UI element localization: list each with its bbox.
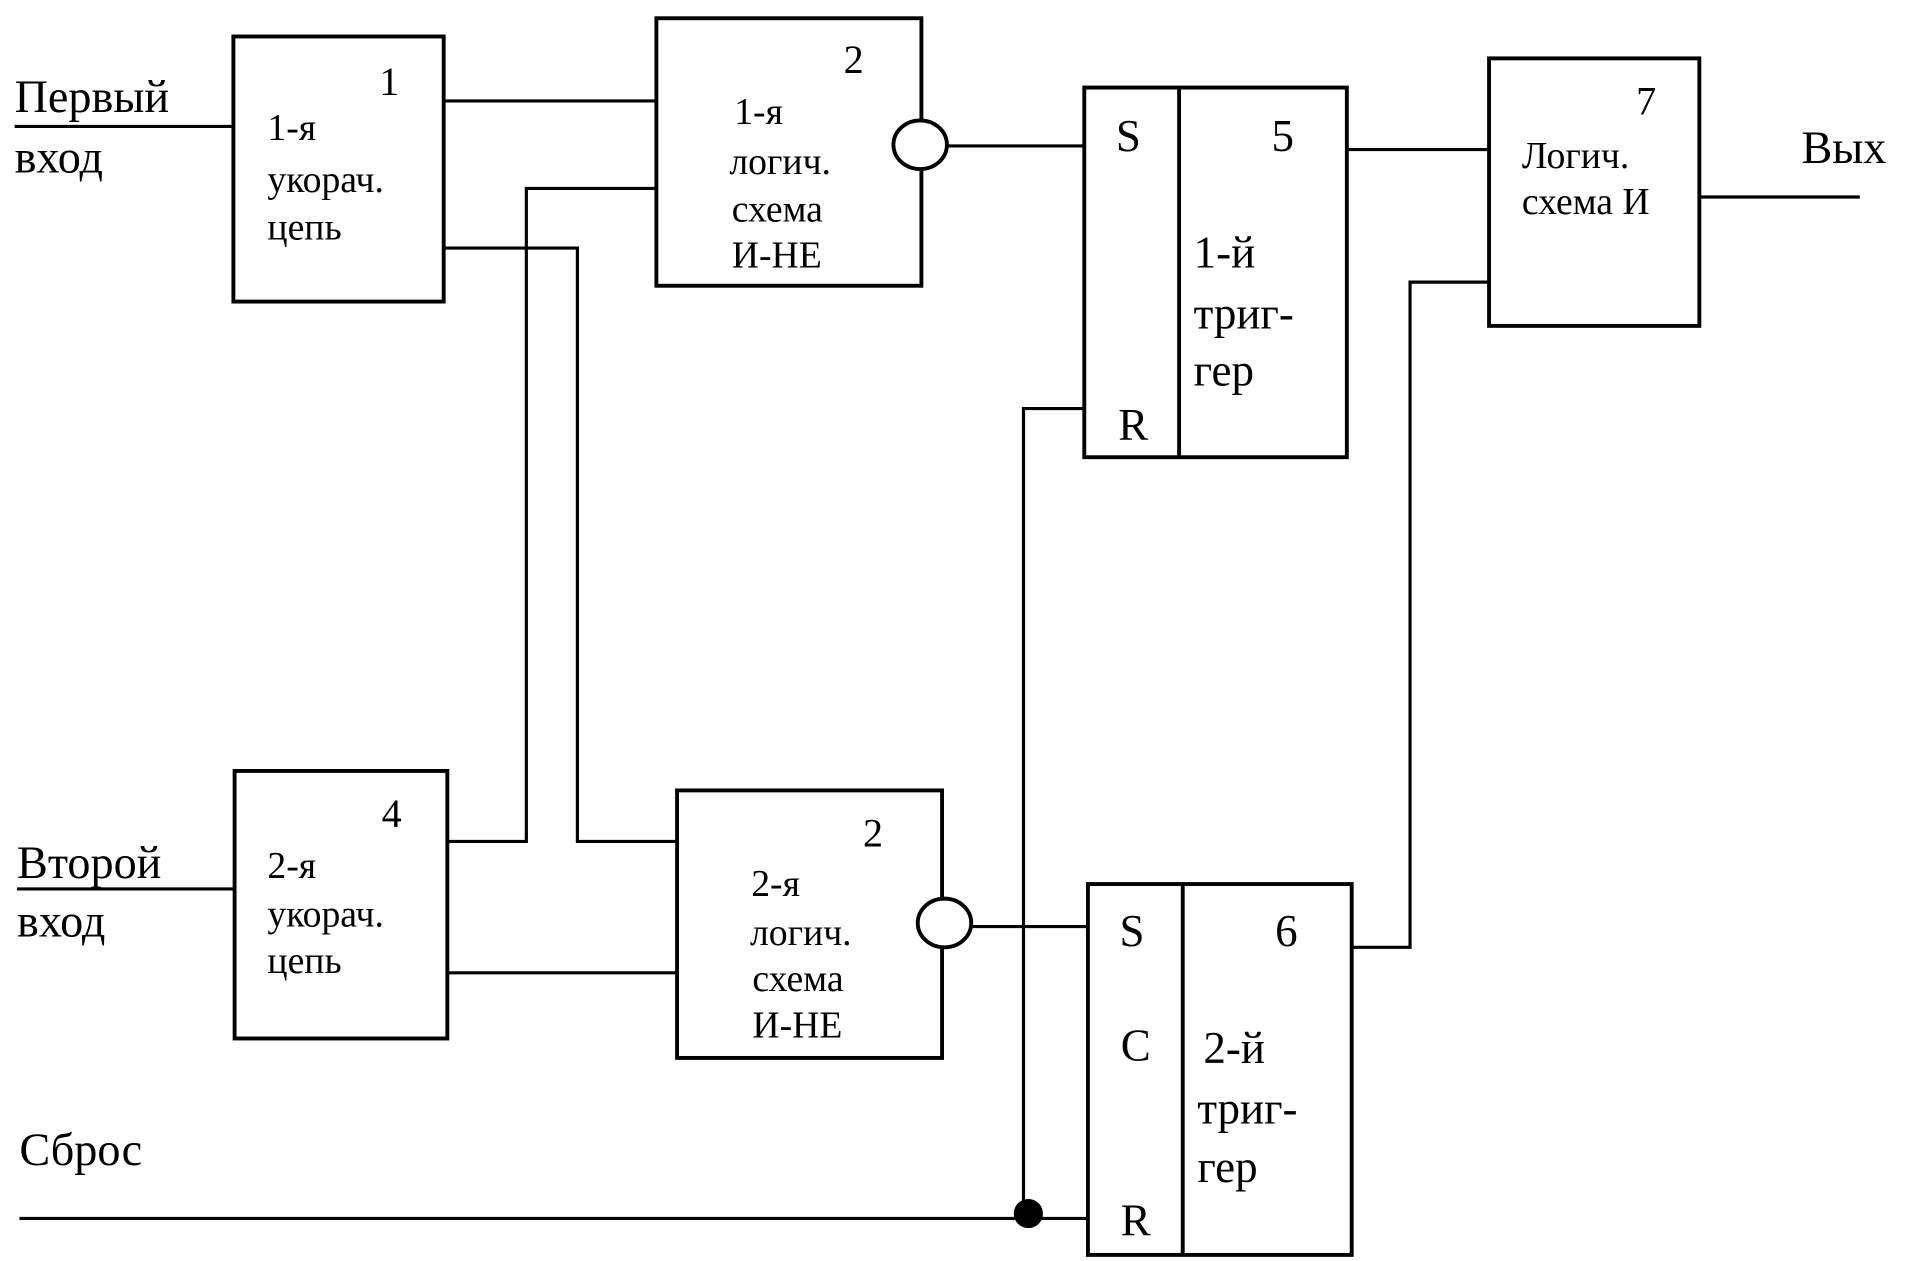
shortener-1-line: укорач. (267, 159, 383, 201)
trigger-2-line: триг- (1197, 1084, 1297, 1134)
wire-shortener1-to-nand2 (443, 246, 678, 844)
trigger-1-number: 5 (1271, 111, 1293, 161)
trigger-2-pin-c: C (1121, 1020, 1151, 1070)
output-label: Вых (1801, 122, 1886, 173)
second-input-label-line1: Второй (17, 837, 161, 888)
nand-2-line: И-НЕ (752, 1004, 842, 1046)
trigger-2-line: 2-й (1203, 1023, 1265, 1073)
and-7-line: схема И (1522, 181, 1650, 223)
nand-1-line: И-НЕ (732, 235, 822, 277)
nand-1-line: 1-я (734, 91, 783, 133)
shortener-2-box (232, 769, 450, 1041)
trigger-1-pin-r: R (1118, 400, 1148, 450)
block-nand-1: 2 1-я логич. схема И-НЕ (654, 16, 949, 288)
and-7-line: Логич. (1522, 135, 1629, 177)
second-input-label-line2: вход (17, 895, 105, 946)
shortener-1-number: 1 (379, 59, 399, 104)
reset-input: Сброс (19, 1124, 1088, 1221)
reset-label: Сброс (19, 1124, 142, 1175)
shortener-2-number: 4 (382, 791, 402, 836)
block-nand-2: 2 2-я логич. схема И-НЕ (675, 788, 974, 1060)
first-input-label-line1: Первый (15, 71, 169, 122)
block-trigger-1: S R 5 1-й триг- гер (1082, 85, 1349, 460)
shortener-1-line: 1-я (267, 107, 316, 149)
shortener-2-line: 2-я (267, 845, 316, 887)
trigger-1-line: триг- (1194, 288, 1294, 338)
first-input-label-line2: вход (15, 132, 103, 183)
nand-2-inversion-circle (915, 896, 974, 950)
trigger-1-line: 1-й (1194, 228, 1256, 278)
wire-trigger2-to-and7 (1351, 280, 1490, 949)
trigger-1-box (1082, 85, 1349, 460)
nand-2-number: 2 (863, 810, 883, 855)
trigger-2-line: гер (1197, 1142, 1257, 1192)
trigger-1-line: гер (1194, 345, 1254, 395)
shortener-1-box (231, 34, 446, 304)
and-7-box (1487, 56, 1702, 328)
shortener-1-line: цепь (267, 207, 341, 249)
wires (443, 99, 1490, 1229)
block-and-7: 7 Логич. схема И (1487, 56, 1702, 328)
second-input: Второй вход (17, 837, 235, 946)
trigger-2-pin-r: R (1121, 1195, 1151, 1245)
first-input: Первый вход (14, 71, 234, 183)
and-7-number: 7 (1636, 78, 1656, 123)
nand-1-line: логич. (729, 141, 831, 183)
block-shortener-2: 4 2-я укорач. цепь (232, 769, 450, 1041)
trigger-2-box (1085, 882, 1354, 1257)
trigger-2-number: 6 (1275, 906, 1297, 956)
nand-1-number: 2 (844, 37, 864, 82)
wire-shortener2-to-nand1 (447, 186, 657, 844)
shortener-2-line: укорач. (267, 894, 383, 936)
trigger-1-pin-s: S (1116, 111, 1141, 161)
trigger-2-pin-s: S (1120, 906, 1145, 956)
nand-2-line: логич. (750, 912, 852, 954)
nand-1-inversion-circle (891, 118, 949, 171)
wire-reset-to-trigger1-r (1021, 406, 1085, 1219)
block-shortener-1: 1 1-я укорач. цепь (231, 34, 446, 304)
nand-1-line: схема (732, 188, 823, 230)
output: Вых (1699, 122, 1886, 199)
nand-2-line: схема (752, 958, 843, 1000)
block-trigger-2: S C R 6 2-й триг- гер (1085, 882, 1354, 1257)
junction-dot (1013, 1198, 1043, 1229)
shortener-2-line: цепь (267, 940, 341, 982)
nand-2-line: 2-я (751, 863, 800, 905)
